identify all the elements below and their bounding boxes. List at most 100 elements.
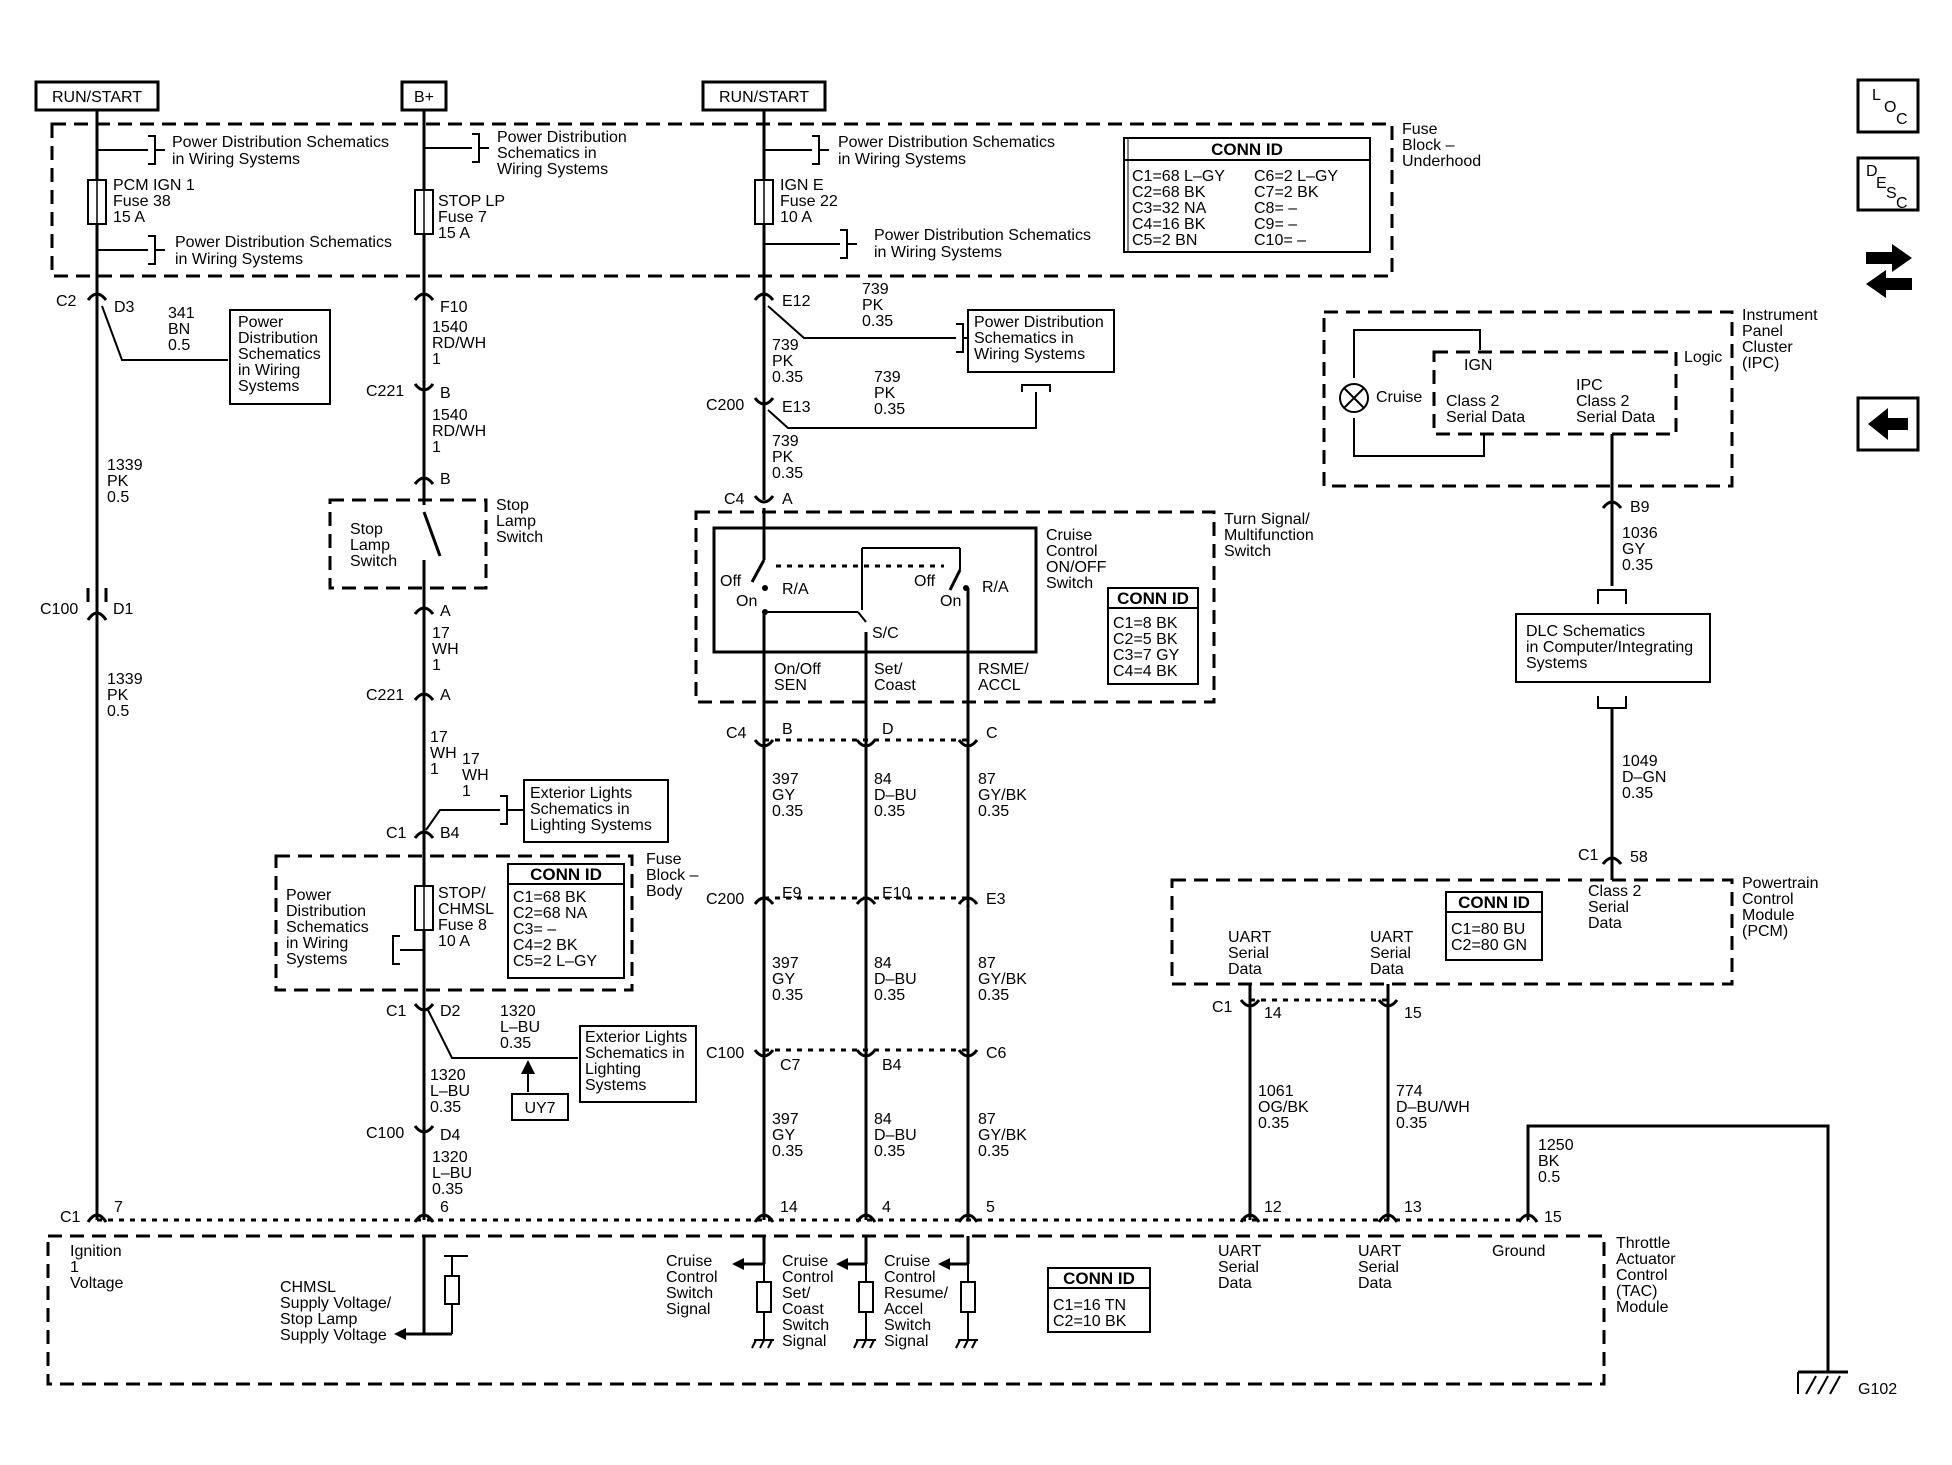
- dlc-ref: DLC Schematics in Computer/Integrating S…: [1515, 589, 1711, 709]
- svg-text:Ground: Ground: [1492, 1243, 1545, 1260]
- svg-text:14: 14: [1264, 1005, 1282, 1022]
- ext-lights-ref-1: Exterior Lights Schematics in Lighting S…: [425, 779, 669, 843]
- svg-text:C7=2 BK: C7=2 BK: [1254, 184, 1319, 201]
- svg-text:0.5: 0.5: [107, 703, 129, 720]
- svg-text:87: 87: [978, 1111, 996, 1128]
- svg-text:12: 12: [1264, 1199, 1282, 1216]
- svg-text:Cluster: Cluster: [1742, 339, 1793, 356]
- pds-box-col3: Power Distribution Schematics in Wiring …: [956, 309, 1115, 373]
- wire-1320-c: 1320 L–BU 0.35: [432, 1149, 472, 1198]
- tac-uart-ground-labels: UART Serial Data UART Serial Data Ground: [1218, 1243, 1545, 1292]
- svg-text:C2=10 BK: C2=10 BK: [1053, 1313, 1127, 1330]
- harness-wire-labels-c: 397 GY 0.35 84 D–BU 0.35 87 GY/BK 0.35: [772, 1111, 1027, 1160]
- svg-text:Cruise: Cruise: [1376, 389, 1422, 406]
- svg-text:0.35: 0.35: [500, 1035, 531, 1052]
- svg-text:C5=2 L–GY: C5=2 L–GY: [513, 953, 597, 970]
- svg-text:DLC Schematics: DLC Schematics: [1526, 623, 1645, 640]
- connector-c1-d2: C1 D2: [386, 1003, 461, 1020]
- svg-text:CONN ID: CONN ID: [1117, 589, 1189, 608]
- svg-text:C8= –: C8= –: [1254, 200, 1297, 217]
- svg-text:PK: PK: [107, 473, 129, 490]
- pcm-outline: [1170, 878, 1734, 986]
- svg-text:0.35: 0.35: [978, 803, 1009, 820]
- svg-text:Systems: Systems: [286, 951, 347, 968]
- tac-module-label: Throttle Actuator Control (TAC) Module: [1616, 1235, 1676, 1316]
- svg-text:Control: Control: [666, 1269, 718, 1286]
- connector-a: A: [413, 603, 451, 620]
- svg-text:17: 17: [462, 751, 480, 768]
- svg-text:1339: 1339: [107, 671, 143, 688]
- svg-text:D–BU: D–BU: [874, 971, 917, 988]
- svg-text:Cruise: Cruise: [782, 1253, 828, 1270]
- svg-text:C: C: [1896, 111, 1908, 128]
- svg-text:Data: Data: [1358, 1275, 1392, 1292]
- connector-c100-d1: C100 D1: [40, 588, 134, 621]
- svg-text:A: A: [440, 603, 451, 620]
- svg-text:PK: PK: [874, 385, 896, 402]
- svg-text:1320: 1320: [432, 1149, 468, 1166]
- svg-text:in Wiring Systems: in Wiring Systems: [874, 244, 1002, 261]
- svg-text:B: B: [782, 721, 793, 738]
- svg-text:341: 341: [168, 305, 195, 322]
- svg-text:Supply Voltage: Supply Voltage: [280, 1327, 387, 1344]
- wire-1049-label: 1049 D–GN 0.35: [1622, 753, 1666, 802]
- svg-text:in Wiring: in Wiring: [238, 362, 300, 379]
- svg-text:C3=7 GY: C3=7 GY: [1113, 647, 1180, 664]
- wire-17-a: 17 WH 1: [432, 625, 459, 674]
- wire-1036-label: 1036 GY 0.35: [1622, 525, 1658, 574]
- svg-text:STOP/: STOP/: [438, 885, 486, 902]
- svg-text:C: C: [986, 725, 998, 742]
- svg-text:RD/WH: RD/WH: [432, 423, 486, 440]
- svg-text:Set/: Set/: [782, 1285, 811, 1302]
- svg-text:UART: UART: [1228, 929, 1271, 946]
- turn-signal-label: Turn Signal/ Multifunction Switch: [1224, 511, 1314, 560]
- svg-text:84: 84: [874, 771, 892, 788]
- svg-text:0.35: 0.35: [1622, 785, 1653, 802]
- back-arrow-icon[interactable]: [1856, 396, 1920, 452]
- svg-text:1: 1: [462, 783, 471, 800]
- svg-text:C100: C100: [40, 601, 78, 618]
- svg-text:C4=16 BK: C4=16 BK: [1132, 216, 1206, 233]
- svg-text:D2: D2: [440, 1003, 461, 1020]
- svg-text:Signal: Signal: [782, 1333, 826, 1350]
- wire-774-label: 774 D–BU/WH 0.35: [1396, 1083, 1470, 1132]
- pds-ref-a: Power Distribution Schematics in Wiring …: [97, 134, 389, 168]
- wire-739-d: 739 PK 0.35: [772, 433, 803, 482]
- wire-739-c: 739 PK 0.35: [767, 369, 1051, 429]
- svg-text:C3=32 NA: C3=32 NA: [1132, 200, 1207, 217]
- svg-text:Lighting Systems: Lighting Systems: [530, 817, 652, 834]
- svg-text:84: 84: [874, 1111, 892, 1128]
- svg-text:A: A: [782, 491, 793, 508]
- svg-text:Switch: Switch: [496, 529, 543, 546]
- svg-text:Power Distribution Schematics: Power Distribution Schematics: [175, 234, 392, 251]
- svg-text:C4: C4: [726, 725, 747, 742]
- wire-1250: [1526, 1124, 1830, 1372]
- loc-icon[interactable]: L O C: [1856, 78, 1920, 134]
- pcm-uart-labels: UART Serial Data UART Serial Data: [1228, 929, 1413, 978]
- svg-text:0.35: 0.35: [1396, 1115, 1427, 1132]
- svg-text:Systems: Systems: [238, 378, 299, 395]
- svg-text:0.5: 0.5: [168, 337, 190, 354]
- svg-text:Ignition: Ignition: [70, 1243, 122, 1260]
- svg-text:Cruise: Cruise: [884, 1253, 930, 1270]
- svg-text:Switch: Switch: [666, 1285, 713, 1302]
- ipc-outline: [1322, 310, 1734, 488]
- svg-text:0.35: 0.35: [978, 1143, 1009, 1160]
- supply-run-start-2: RUN/START: [701, 80, 827, 112]
- svg-text:D–BU: D–BU: [874, 1127, 917, 1144]
- svg-text:C5=2 BN: C5=2 BN: [1132, 232, 1197, 249]
- svg-text:1: 1: [432, 351, 441, 368]
- desc-icon[interactable]: D E S C: [1856, 156, 1920, 212]
- tac-c1-connectors: C1 7 6 14 4 5 12 13 15: [60, 1199, 1562, 1226]
- tac-cruise-resume: Cruise Control Resume/ Accel Switch Sign…: [884, 1236, 978, 1350]
- wire-17-b: 17 WH 1: [430, 729, 457, 778]
- pds-box-col1: Power Distribution Schematics in Wiring …: [229, 309, 331, 405]
- connector-view-icon[interactable]: [1866, 244, 1912, 298]
- svg-text:C10= –: C10= –: [1254, 232, 1306, 249]
- wire-341: 341 BN 0.5: [101, 305, 228, 361]
- svg-text:1: 1: [70, 1259, 79, 1276]
- svg-text:C6: C6: [986, 1045, 1007, 1062]
- pds-ref-c: Power Distribution Schematics in Wiring …: [424, 129, 627, 178]
- tac-cruise-set: Cruise Control Set/ Coast Switch Signal: [782, 1236, 876, 1350]
